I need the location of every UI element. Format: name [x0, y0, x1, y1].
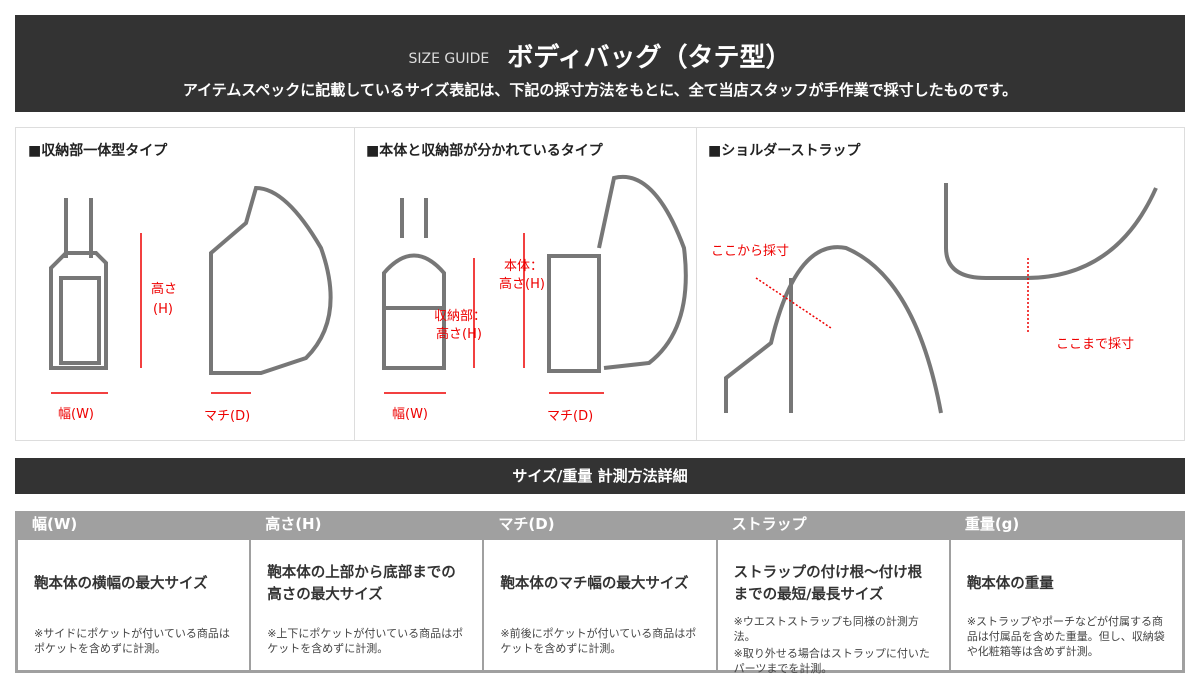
column-note: ※ウエストストラップも同様の計測方法。: [733, 615, 919, 643]
column-main: 鞄本体の重量: [966, 576, 1054, 592]
page-header: SIZE GUIDE ボディバッグ（タテ型） アイテムスペックに記載しているサイズ…: [15, 15, 1185, 112]
column-header: ストラップ: [731, 515, 807, 533]
column-height: 高さ(H) 鞄本体の上部から底部までの高さの最大サイズ ※上下にポケットが付いている…: [249, 511, 483, 673]
measurement-table: 幅(W) 鞄本体の横幅の最大サイズ ※サイドにポケットが付いている商品はポケットを含…: [15, 511, 1186, 675]
height-label: 高さ: [151, 281, 177, 297]
column-header: 重量(g): [964, 515, 1020, 533]
depth-label: マチ(D): [204, 409, 250, 424]
measure-to-label: ここまで採寸: [1056, 337, 1134, 352]
strap-illustration: ここから採寸 ここまで採寸: [711, 183, 1158, 414]
column-main: 鞄本体のマチ幅の最大サイズ: [500, 576, 689, 592]
column-main: ストラップの付け根～付け根までの最短/最長サイズ: [733, 565, 923, 603]
width-label: 幅(W): [392, 407, 428, 422]
storage-label: 収納部：: [434, 309, 486, 324]
diagram-panel: ■収納部一体型タイプ 高さ (H) 幅(W) マチ(D) ■本体と収納部が分かれ…: [15, 127, 1185, 441]
body-label: 本体：: [504, 259, 543, 274]
column-header: 高さ(H): [265, 515, 322, 533]
separated-bag-illustration: 本体： 高さ(H) 収納部： 高さ(H) 幅(W) マチ(D): [382, 174, 688, 424]
column-width: 幅(W) 鞄本体の横幅の最大サイズ ※サイドにポケットが付いている商品はポケットを含…: [15, 511, 250, 673]
width-label: 幅(W): [58, 407, 94, 422]
diagram-title: ■本体と収納部が分かれているタイプ: [366, 143, 603, 159]
diagram-title: ■収納部一体型タイプ: [28, 143, 168, 159]
measure-from-label: ここから採寸: [711, 244, 789, 259]
diagram-separated: ■本体と収納部が分かれているタイプ 本体： 高さ(H) 収納部： 高さ(H) 幅…: [354, 128, 697, 440]
column-note: ※上下にポケットが付いている商品はポケットを含めずに計測。: [267, 627, 464, 655]
column-depth: マチ(D) 鞄本体のマチ幅の最大サイズ ※前後にポケットが付いている商品はポケットを…: [482, 511, 716, 673]
column-note: ※サイドにポケットが付いている商品はポケットを含めずに計測。: [34, 627, 230, 655]
height-unit-label: (H): [153, 302, 173, 317]
column-note: ※取り外せる場合はストラップに付いたパーツまでを計測。: [733, 647, 930, 675]
body-height-label: 高さ(H): [499, 276, 545, 292]
storage-height-label: 高さ(H): [436, 326, 482, 342]
column-note: ※前後にポケットが付いている商品はポケットを含めずに計測。: [500, 627, 697, 655]
diagram-integrated: ■収納部一体型タイプ 高さ (H) 幅(W) マチ(D): [16, 128, 355, 440]
section-band: サイズ/重量 計測方法詳細: [15, 458, 1185, 494]
page-title: SIZE GUIDE ボディバッグ（タテ型）: [15, 37, 1185, 74]
size-guide-label: SIZE GUIDE: [408, 51, 490, 67]
integrated-bag-illustration: 高さ (H) 幅(W) マチ(D): [49, 185, 333, 424]
column-header: 幅(W): [32, 515, 78, 533]
column-note: ※ストラップやポーチなどが付属する商品は付属品を含めた重量。但し、収納袋や化粧箱…: [966, 615, 1165, 658]
column-weight: 重量(g) 鞄本体の重量 ※ストラップやポーチなどが付属する商品は付属品を含めた重量…: [948, 511, 1186, 673]
diagram-strap: ■ショルダーストラップ ここから採寸 ここまで採寸: [696, 128, 1184, 440]
title-text: ボディバッグ（タテ型）: [507, 43, 792, 73]
column-main: 鞄本体の横幅の最大サイズ: [34, 576, 208, 592]
diagram-title: ■ショルダーストラップ: [708, 143, 861, 159]
column-strap: ストラップストラップの付け根～付け根までの最短/最長サイズ ※ウエストストラップも…: [715, 511, 949, 675]
page-subtitle: アイテムスペックに記載しているサイズ表記は、下記の採寸方法をもとに、全て当店スタ…: [182, 81, 1018, 99]
column-header: マチ(D): [498, 515, 555, 533]
column-main: 鞄本体の上部から底部までの高さの最大サイズ: [267, 565, 456, 603]
depth-label: マチ(D): [547, 409, 593, 424]
